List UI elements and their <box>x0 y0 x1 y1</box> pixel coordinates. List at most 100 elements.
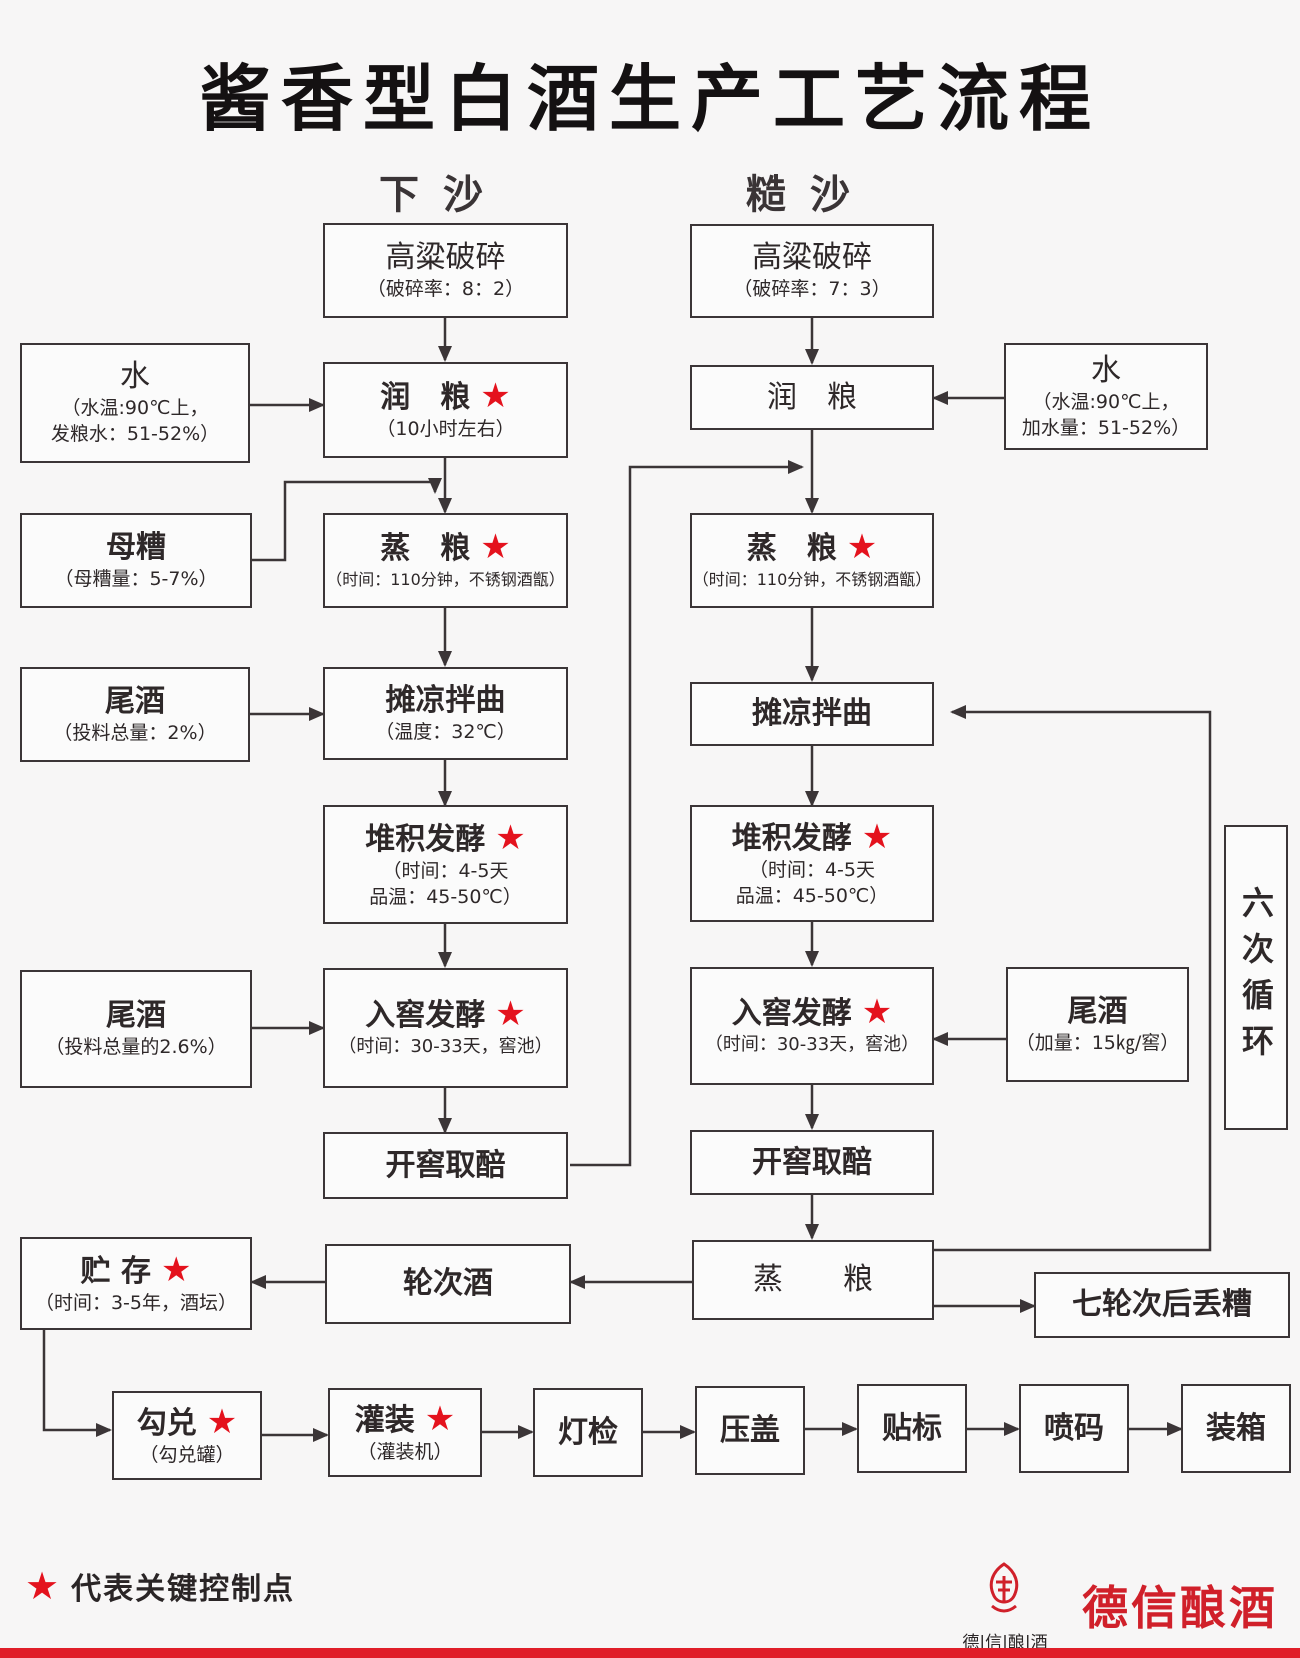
box-l-cool: 摊凉拌曲 （温度：32℃） <box>323 667 568 760</box>
box-l-moisten: 润 粮 ★ （10小时左右） <box>323 362 568 458</box>
box-r-pile: 堆积发酵★ （时间：4-5天 品温：45-50℃） <box>690 805 934 922</box>
box-capping: 压盖 <box>695 1386 805 1475</box>
box-l-tail2-sub: （投料总量的2.6%） <box>45 1036 227 1058</box>
box-l-tail1-title: 尾酒 <box>105 683 165 719</box>
box-r-moisten: 润 粮 <box>690 365 934 430</box>
page-title: 酱香型白酒生产工艺流程 <box>198 56 1101 141</box>
column-header-caosha: 糙沙 <box>746 172 874 218</box>
box-l-steam-title: 蒸 粮 <box>380 530 471 566</box>
box-lunci: 轮次酒 <box>325 1244 571 1324</box>
box-r-steam2-title: 蒸 粮 <box>753 1262 873 1297</box>
box-coding-title: 喷码 <box>1044 1410 1104 1446</box>
box-light-check: 灯检 <box>533 1388 643 1477</box>
brand-logo: 德|信|酿|酒 德信酿酒 <box>950 1560 1300 1658</box>
key-point-star-icon: ★ <box>160 1249 192 1290</box>
box-l-mother-sub: （母糟量：5-7%） <box>54 567 218 590</box>
box-r-moisten-title: 润 粮 <box>767 379 857 415</box>
bottom-red-band <box>0 1648 1300 1658</box>
arrow-l-open-to-right-steam <box>570 460 804 1167</box>
box-r-water: 水 （水温:90℃上， 加水量：51-52%） <box>1004 343 1208 450</box>
box-l-steam-sub: （时间：110分钟，不锈钢酒甑） <box>326 569 565 589</box>
box-l-pile-title: 堆积发酵 <box>365 821 486 857</box>
box-l-crush: 高粱破碎 （破碎率：8：2） <box>323 223 568 318</box>
box-l-tail1-sub: （投料总量：2%） <box>53 721 217 744</box>
key-point-star-icon: ★ <box>846 526 878 567</box>
legend: ★ 代表关键控制点 <box>25 1564 295 1608</box>
key-point-star-icon: ★ <box>861 992 893 1032</box>
box-l-pit: 入窖发酵★ （时间：30-33天，窖池） <box>323 968 568 1088</box>
key-point-star-icon: ★ <box>480 376 511 416</box>
box-r-pit-title: 入窖发酵 <box>731 996 852 1031</box>
key-point-star-icon: ★ <box>480 526 511 567</box>
box-r-pile-sub2: 品温：45-50℃） <box>735 884 889 907</box>
box-l-moisten-sub: （10小时左右） <box>376 418 515 440</box>
box-l-crush-sub: （破碎率：8：2） <box>366 277 525 300</box>
box-labeling-title: 贴标 <box>882 1410 942 1446</box>
box-r-steam-title: 蒸 粮 <box>746 530 837 566</box>
box-l-pit-title: 入窖发酵 <box>365 998 486 1033</box>
arrow-l-mother-steam <box>252 478 442 562</box>
box-blend-sub: （勾兑罐） <box>139 1443 235 1466</box>
box-r-steam: 蒸 粮★ （时间：110分钟，不锈钢酒甑） <box>690 513 934 608</box>
box-r-pile-title: 堆积发酵 <box>731 820 852 856</box>
key-point-star-icon: ★ <box>495 817 526 858</box>
box-light-check-title: 灯检 <box>558 1414 618 1450</box>
box-capping-title: 压盖 <box>720 1412 780 1448</box>
box-r-crush-title: 高粱破碎 <box>752 240 872 275</box>
box-l-pile: 堆积发酵★ （时间：4-5天 品温：45-50℃） <box>323 805 568 924</box>
box-l-cool-sub: （温度：32℃） <box>375 720 516 743</box>
box-fill-title: 灌装 <box>354 1402 415 1438</box>
box-packing-title: 装箱 <box>1206 1410 1266 1446</box>
box-l-cool-title: 摊凉拌曲 <box>385 682 506 718</box>
box-r-tail-sub: （加量：15㎏/窖） <box>1015 1031 1180 1054</box>
box-r-tail-title: 尾酒 <box>1067 993 1128 1029</box>
box-l-moisten-title: 润 粮 <box>380 380 471 415</box>
box-r-discard: 七轮次后丢糟 <box>1034 1272 1290 1338</box>
brand-emblem-icon <box>989 1562 1019 1613</box>
box-coding: 喷码 <box>1019 1384 1129 1473</box>
box-r-cool: 摊凉拌曲 <box>690 682 934 746</box>
arrow-store-blend <box>42 1330 112 1437</box>
key-point-star-icon: ★ <box>861 816 893 857</box>
box-labeling: 贴标 <box>857 1384 967 1473</box>
legend-star-icon: ★ <box>25 1564 60 1608</box>
box-six-cycles: 六次循环 <box>1224 825 1288 1130</box>
box-l-water-title: 水 <box>120 359 150 394</box>
box-l-water-sub1: （水温:90℃上， <box>61 397 209 419</box>
box-l-tail2-title: 尾酒 <box>106 998 166 1033</box>
six-cycles-label: 六次循环 <box>1237 885 1275 1070</box>
legend-text: 代表关键控制点 <box>71 1572 296 1607</box>
box-store: 贮 存★ （时间：3-5年，酒坛） <box>20 1237 252 1330</box>
box-r-discard-title: 七轮次后丢糟 <box>1072 1287 1252 1322</box>
box-l-tail1: 尾酒 （投料总量：2%） <box>20 667 250 762</box>
box-r-crush-sub: （破碎率：7：3） <box>733 278 891 300</box>
box-blend-title: 勾兑 <box>136 1405 197 1441</box>
brand-name: 德信酿酒 <box>1082 1581 1278 1635</box>
box-l-mother-title: 母糟 <box>106 529 166 565</box>
box-l-water: 水 （水温:90℃上， 发粮水：51-52%） <box>20 343 250 463</box>
column-header-xiasha: 下沙 <box>379 172 507 218</box>
box-r-water-sub2: 加水量：51-52%） <box>1021 416 1191 439</box>
box-r-steam2: 蒸 粮 <box>692 1240 934 1320</box>
box-r-water-sub1: （水温:90℃上， <box>1032 390 1180 413</box>
key-point-star-icon: ★ <box>206 1401 238 1442</box>
box-r-crush: 高粱破碎 （破碎率：7：3） <box>690 224 934 318</box>
box-r-steam-sub: （时间：110分钟，不锈钢酒甑） <box>692 569 932 589</box>
key-point-star-icon: ★ <box>424 1398 456 1439</box>
box-l-pile-sub1: （时间：4-5天 <box>382 859 509 882</box>
box-l-steam: 蒸 粮★ （时间：110分钟，不锈钢酒甑） <box>323 513 568 608</box>
box-r-pit: 入窖发酵★ （时间：30-33天，窖池） <box>690 967 934 1085</box>
box-store-title: 贮 存 <box>80 1253 151 1289</box>
box-l-open-title: 开窖取醅 <box>385 1147 506 1183</box>
box-l-mother: 母糟 （母糟量：5-7%） <box>20 513 252 608</box>
box-l-tail2: 尾酒 （投料总量的2.6%） <box>20 970 252 1088</box>
box-l-pile-sub2: 品温：45-50℃） <box>369 885 522 908</box>
box-l-pit-sub: （时间：30-33天，窖池） <box>338 1036 553 1057</box>
box-blend: 勾兑★ （勾兑罐） <box>112 1391 262 1480</box>
box-packing: 装箱 <box>1181 1384 1291 1473</box>
box-r-cool-title: 摊凉拌曲 <box>752 696 872 731</box>
arrow-r-cycle-loop <box>934 705 1212 1252</box>
box-r-open-title: 开窖取醅 <box>752 1144 872 1180</box>
box-l-water-sub2: 发粮水：51-52%） <box>50 423 220 445</box>
